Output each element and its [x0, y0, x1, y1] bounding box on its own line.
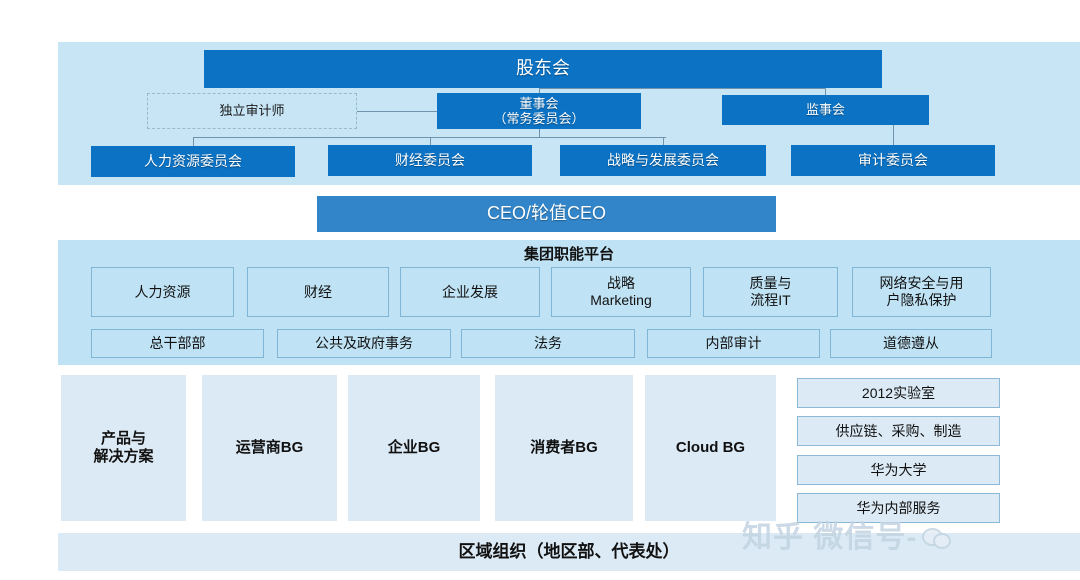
function-box-corporate-development[interactable]: 企业发展 — [400, 267, 540, 317]
shareholders-meeting-label: 股东会 — [516, 58, 570, 79]
connector-shareholders-to-board — [539, 88, 540, 94]
function-label-cyber-security-privacy-line2: 户隐私保护 — [886, 292, 957, 308]
support-unit-box-supply-chain[interactable]: 供应链、采购、制造 — [797, 416, 1000, 446]
watermark-text: 知乎 微信号- — [742, 521, 918, 555]
function-label-cadre-department: 总干部部 — [149, 335, 206, 352]
function-box-finance[interactable]: 财经 — [247, 267, 389, 317]
ceo-label: CEO/轮值CEO — [486, 203, 606, 224]
function-box-quality-process-it[interactable]: 质量与 流程IT — [703, 267, 838, 317]
board-of-directors-label-line1: 董事会 — [519, 95, 559, 111]
committee-box-strategy-development[interactable]: 战略与发展委员会 — [560, 145, 766, 176]
function-label-quality-process-it-line2: 流程IT — [750, 292, 791, 308]
function-label-human-resources: 人力资源 — [134, 283, 191, 300]
board-of-directors-label-line2: （常务委员会） — [493, 111, 585, 126]
function-box-strategy-marketing[interactable]: 战略 Marketing — [551, 267, 691, 317]
committee-label-hr: 人力资源委员会 — [144, 153, 242, 170]
function-label-quality-process-it-line1: 质量与 — [749, 275, 792, 292]
business-group-label-cloud: Cloud BG — [675, 439, 746, 457]
connector-shareholders-to-supervisory — [539, 88, 826, 89]
independent-auditor-box[interactable]: 独立审计师 — [147, 93, 357, 129]
connector-supervisory-stub — [825, 88, 826, 96]
support-unit-label-huawei-university: 华为大学 — [870, 461, 927, 478]
supervisory-board-box[interactable]: 监事会 — [722, 95, 929, 125]
business-group-box-products-solutions[interactable]: 产品与 解决方案 — [61, 375, 186, 521]
function-label-strategy-marketing-line1: 战略 — [607, 275, 635, 292]
committee-label-finance: 财经委员会 — [395, 152, 465, 169]
support-unit-label-internal-services: 华为内部服务 — [856, 499, 941, 516]
regional-organization-band[interactable]: 区域组织（地区部、代表处） — [58, 533, 1080, 571]
connector-committee-bus — [193, 137, 666, 138]
function-label-ethics-compliance: 道德遵从 — [883, 335, 939, 352]
connector-to-hr-committee — [193, 137, 194, 146]
connector-to-strategy-committee — [663, 137, 664, 145]
function-box-human-resources[interactable]: 人力资源 — [91, 267, 234, 317]
support-unit-box-huawei-university[interactable]: 华为大学 — [797, 455, 1000, 485]
function-box-internal-audit[interactable]: 内部审计 — [647, 329, 820, 358]
business-group-label-products-solutions-line1: 产品与 — [100, 430, 146, 448]
function-label-public-government-affairs: 公共及政府事务 — [315, 335, 413, 352]
function-box-public-government-affairs[interactable]: 公共及政府事务 — [277, 329, 451, 358]
support-unit-box-internal-services[interactable]: 华为内部服务 — [797, 493, 1000, 523]
business-group-label-enterprise: 企业BG — [387, 439, 441, 457]
committee-box-hr[interactable]: 人力资源委员会 — [91, 146, 295, 177]
function-label-strategy-marketing-line2: Marketing — [590, 292, 652, 308]
function-label-internal-audit: 内部审计 — [705, 335, 762, 352]
committee-label-strategy-development: 战略与发展委员会 — [607, 152, 719, 169]
function-box-cadre-department[interactable]: 总干部部 — [91, 329, 264, 358]
connector-auditor-to-board — [357, 111, 438, 112]
support-unit-label-2012-labs: 2012实验室 — [861, 384, 936, 401]
committee-label-audit: 审计委员会 — [858, 152, 928, 169]
independent-auditor-label: 独立审计师 — [219, 103, 285, 119]
regional-organization-label: 区域组织（地区部、代表处） — [458, 541, 680, 561]
committee-box-audit[interactable]: 审计委员会 — [791, 145, 995, 176]
connector-to-finance-committee — [430, 137, 431, 145]
watermark: 知乎 微信号- — [742, 515, 1072, 561]
business-group-label-consumer: 消费者BG — [530, 439, 598, 457]
business-group-box-enterprise[interactable]: 企业BG — [348, 375, 480, 521]
board-of-directors-box[interactable]: 董事会 （常务委员会） — [437, 93, 641, 129]
business-group-label-products-solutions-line2: 解决方案 — [93, 448, 154, 465]
supervisory-board-label: 监事会 — [805, 102, 845, 118]
connector-board-down — [539, 129, 540, 137]
support-unit-box-2012-labs[interactable]: 2012实验室 — [797, 378, 1000, 408]
group-function-platform-title: 集团职能平台 — [523, 246, 614, 264]
ceo-box[interactable]: CEO/轮值CEO — [317, 196, 776, 232]
committee-box-finance[interactable]: 财经委员会 — [328, 145, 532, 176]
support-unit-label-supply-chain: 供应链、采购、制造 — [835, 422, 962, 439]
business-group-label-carrier: 运营商BG — [235, 439, 304, 457]
business-group-box-consumer[interactable]: 消费者BG — [495, 375, 633, 521]
function-box-ethics-compliance[interactable]: 道德遵从 — [830, 329, 992, 358]
function-label-finance: 财经 — [304, 283, 332, 300]
shareholders-meeting-box[interactable]: 股东会 — [204, 50, 882, 88]
function-label-corporate-development: 企业发展 — [442, 283, 498, 300]
function-box-cyber-security-privacy[interactable]: 网络安全与用 户隐私保护 — [852, 267, 991, 317]
business-group-box-carrier[interactable]: 运营商BG — [202, 375, 337, 521]
business-group-box-cloud[interactable]: Cloud BG — [645, 375, 776, 521]
function-label-legal-affairs: 法务 — [534, 335, 562, 352]
function-box-legal-affairs[interactable]: 法务 — [461, 329, 635, 358]
wechat-icon — [922, 525, 952, 551]
function-label-cyber-security-privacy-line1: 网络安全与用 — [879, 275, 964, 292]
connector-supervisory-to-audit — [893, 125, 894, 145]
